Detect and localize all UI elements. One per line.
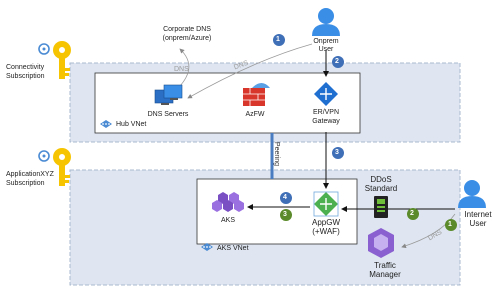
- step-number-internet-1: 1: [448, 221, 452, 228]
- hub-vnet-label: Hub VNet: [116, 121, 147, 128]
- onprem-user-label-line1: Onprem: [313, 38, 339, 45]
- step-badge: [280, 209, 292, 221]
- hub-vnet-box: [94, 72, 361, 134]
- connectivity-subscription-label-line2: Subscription: [6, 73, 45, 80]
- step-number-internet-2: 2: [410, 210, 414, 217]
- step-number-onprem-4: 4: [283, 194, 287, 201]
- aks-label: AKS: [220, 217, 236, 224]
- application-subscription-label-line1: ApplicationXYZ: [6, 171, 54, 178]
- traffic-manager-label-line2: Manager: [369, 270, 401, 279]
- traffic-manager-label-line1: Traffic: [374, 261, 396, 270]
- step-badge: [280, 192, 292, 204]
- step-number-internet-3: 3: [283, 211, 287, 218]
- traffic-manager-icon: [368, 228, 394, 258]
- appgw-label-line1: AppGW: [311, 218, 341, 227]
- vnet-icon: [201, 243, 213, 251]
- vnet-icon: [100, 120, 112, 128]
- gateway-label-line2: Gateway: [312, 118, 340, 125]
- onprem-user-icon: [312, 8, 340, 36]
- ddos-shield-icon: [374, 196, 388, 218]
- key-icon: [53, 41, 71, 79]
- ddos-label-line1: DDoS: [370, 175, 392, 184]
- ddos-label-line2: Standard: [364, 184, 398, 193]
- onprem-user-label-line2: User: [318, 46, 334, 53]
- step-badge: [273, 34, 285, 46]
- step-badge: [332, 56, 344, 68]
- step-number-onprem-2: 2: [335, 58, 339, 65]
- internet-user-label-line2: User: [469, 219, 487, 228]
- connectivity-subscription-label-line1: Connectivity: [6, 64, 45, 71]
- dns-servers-icon: [154, 84, 183, 105]
- key-icon: [53, 148, 71, 186]
- gateway-label-line1: ER/VPN: [312, 109, 340, 116]
- dns-label: DNS: [174, 66, 189, 73]
- subscription-icon: [38, 150, 50, 162]
- firewall-icon: [243, 83, 270, 106]
- step-badge: [332, 147, 344, 159]
- corporate-dns-label-line1: Corporate DNS: [163, 26, 211, 33]
- aks-vnet-label: AKS VNet: [217, 245, 249, 252]
- step-number-onprem-3: 3: [335, 149, 339, 156]
- internet-user-icon: [458, 180, 486, 208]
- appgw-label-line2: (+WAF): [312, 227, 340, 236]
- subscription-icon: [38, 43, 50, 55]
- dns-flow-internet-to-trafficmgr: [401, 213, 456, 249]
- peering-label: Peering: [273, 141, 281, 167]
- step-badge: [407, 208, 419, 220]
- internet-user-label-line1: Internet: [464, 210, 492, 219]
- dns-servers-label: DNS Servers: [147, 111, 189, 118]
- gateway-icon: [314, 82, 338, 106]
- step-badge: [445, 219, 457, 231]
- aks-icon: [212, 192, 244, 212]
- azfw-label: AzFW: [245, 111, 265, 118]
- application-subscription-label-line2: Subscription: [6, 180, 45, 187]
- dns-flow-onprem-to-dns-servers: [187, 43, 313, 99]
- corporate-dns-label-line2: (onprem/Azure): [162, 35, 212, 42]
- appgw-icon: [313, 191, 339, 217]
- step-number-onprem-1: 1: [276, 36, 280, 43]
